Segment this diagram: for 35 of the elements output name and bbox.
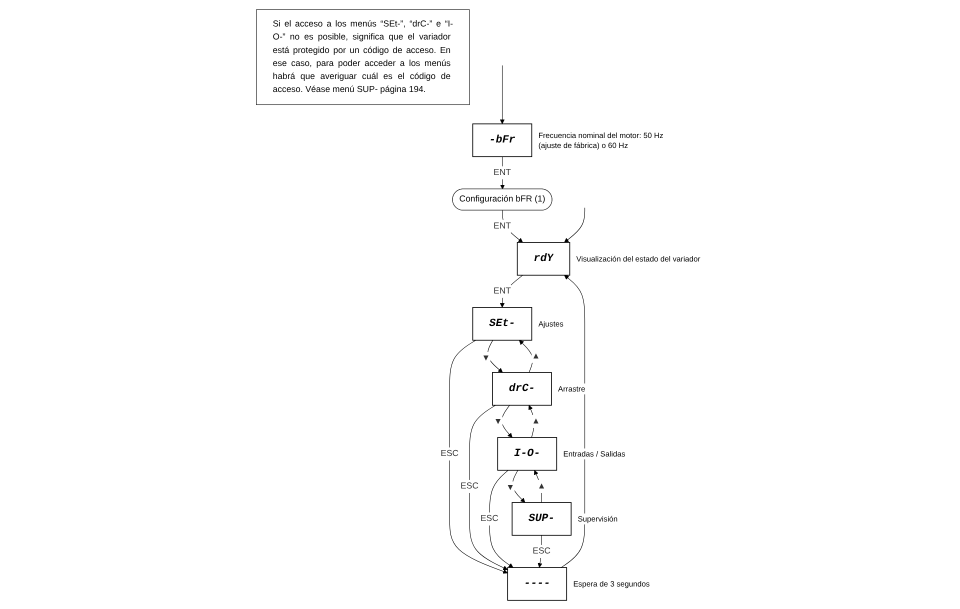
edge-label: ▲: [537, 480, 546, 490]
arrow: [500, 156, 505, 189]
edge-label: ▼: [506, 482, 515, 492]
edge-label: ESC: [532, 546, 551, 556]
arrow: [528, 404, 534, 438]
arrow: [501, 404, 512, 438]
edge-label: ESC: [480, 514, 498, 523]
node-box: Si el acceso a los menús “SEt-”, “drC-” e “I-O-” no es posible, significa que el variador está protegido por un código de acceso. En ese caso, para poder acceder a los menús habrá que averiguar cuál es el código de acceso. Véase menú SUP- página 194.: [256, 8, 470, 105]
edge-label: ENT: [494, 167, 511, 177]
arrow: [512, 470, 526, 502]
node-box: SEt-: [472, 306, 532, 340]
arrow: [519, 340, 533, 372]
arrow: [502, 210, 523, 242]
arrow: [469, 404, 508, 570]
arrow: [500, 64, 505, 124]
arrow: [487, 339, 503, 372]
node-box: rdY: [516, 242, 570, 276]
arrow: [564, 206, 586, 242]
arrow: [449, 339, 508, 574]
arrow: [560, 274, 586, 568]
edge-label: ▲: [532, 350, 540, 360]
edge-label: ▲: [532, 416, 540, 426]
arrow: [489, 470, 514, 568]
node-box: I-O-: [497, 436, 558, 470]
node-box: drC-: [492, 372, 552, 406]
node-box: SUP-: [512, 502, 572, 536]
edge-label: ESC: [440, 448, 459, 458]
node-box: -bFr: [472, 122, 532, 157]
edge-label: ▼: [494, 416, 502, 426]
node-box: ----: [507, 566, 568, 600]
edge-label: ▼: [482, 352, 490, 362]
arrow: [534, 470, 542, 502]
edge-label: ESC: [460, 480, 479, 490]
edge-label: ENT: [494, 220, 511, 230]
edge-label: ENT: [494, 286, 511, 296]
